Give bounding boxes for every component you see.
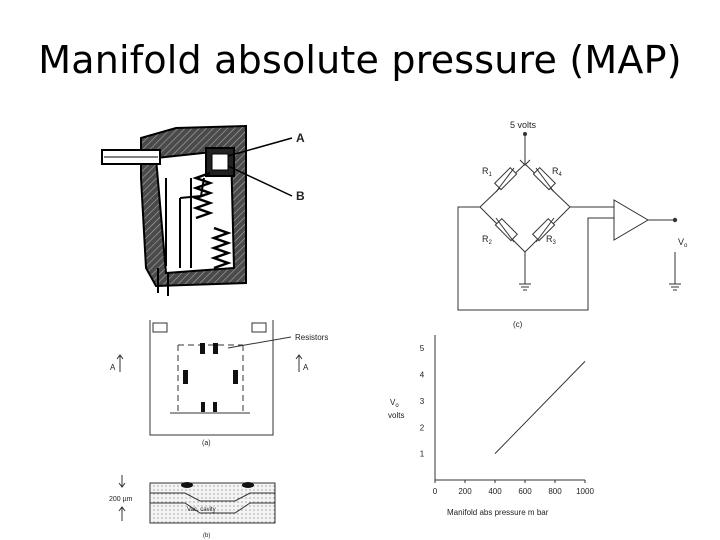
bridge-circuit: 5 volts R1 R4 R2 R3 Vo (c) <box>457 120 688 329</box>
x-tick-label: 400 <box>488 487 502 496</box>
label-a: A <box>296 131 305 145</box>
caption-c: (c) <box>513 320 523 329</box>
y-tick-label: 1 <box>420 450 425 459</box>
supply-label: 5 volts <box>510 120 537 130</box>
chip-plan-view: Resistors A A (a) <box>110 320 328 447</box>
thickness-label: 200 µm <box>109 496 133 503</box>
arrow-a-right: A <box>303 363 309 372</box>
cavity-label: Vac. cavity <box>187 507 216 513</box>
caption-a: (a) <box>202 440 211 447</box>
x-tick-label: 600 <box>518 487 532 496</box>
vout-label: Vo <box>678 237 688 249</box>
r3-label: R3 <box>546 234 557 246</box>
chart-ylabel-unit: volts <box>388 411 404 420</box>
caption-b: (b) <box>203 533 210 539</box>
x-tick-label: 1000 <box>576 487 594 496</box>
output-chart: 0 200 400 600 800 1000 1 2 3 4 5 Vo volts Manifold… <box>388 335 594 517</box>
x-tick-label: 0 <box>433 487 438 496</box>
y-tick-label: 4 <box>420 371 425 380</box>
r2-label: R2 <box>482 234 493 246</box>
sensor-cross-section: A B <box>101 124 305 296</box>
slide-title: Manifold absolute pressure (MAP) <box>38 38 682 82</box>
resistors-label: Resistors <box>295 333 328 342</box>
x-tick-label: 800 <box>548 487 562 496</box>
chip-cross-section: 200 µm Vac. cavity (b) <box>109 475 276 539</box>
chart-xlabel: Manifold abs pressure m bar <box>447 508 549 517</box>
y-tick-label: 3 <box>420 397 425 406</box>
chart-series-line <box>494 361 586 454</box>
label-b: B <box>296 189 305 203</box>
arrow-a-left: A <box>110 363 116 372</box>
r1-label: R1 <box>482 166 493 178</box>
y-tick-label: 5 <box>420 344 425 353</box>
x-tick-label: 200 <box>458 487 472 496</box>
chart-ylabel: Vo <box>390 398 399 409</box>
r4-label: R4 <box>552 166 563 178</box>
y-tick-label: 2 <box>420 423 425 432</box>
